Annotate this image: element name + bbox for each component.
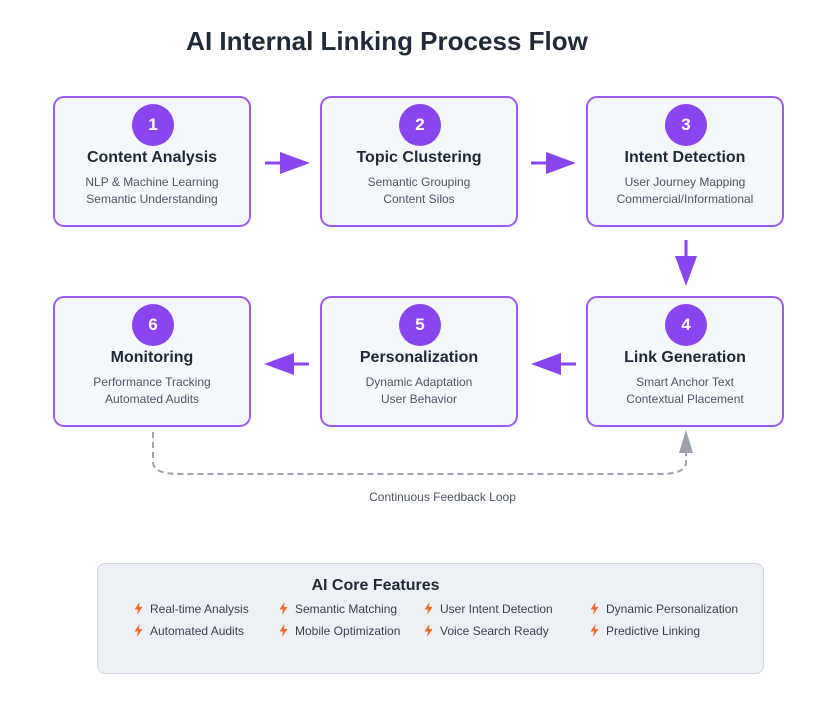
feedback-loop-arrow	[152, 430, 693, 475]
step-detail: Performance Tracking	[93, 375, 211, 389]
step-title: Intent Detection	[624, 149, 746, 166]
feature-item: Dynamic Personalization	[590, 602, 738, 616]
lightning-bolt-icon	[590, 602, 599, 615]
arrow-down-icon	[675, 240, 697, 286]
feedback-loop-label: Continuous Feedback Loop	[369, 490, 516, 504]
step-detail: Semantic Understanding	[86, 192, 218, 206]
step-content-analysis: 1 Content Analysis NLP & Machine Learnin…	[53, 96, 251, 227]
arrow-left-icon	[264, 353, 309, 375]
step-number-badge: 5	[399, 304, 441, 346]
feature-label: Real-time Analysis	[150, 602, 249, 616]
step-number-badge: 1	[132, 104, 174, 146]
features-panel: AI Core Features Real-time Analysis Sema…	[97, 563, 764, 674]
step-detail: User Journey Mapping	[624, 175, 746, 189]
step-detail: Dynamic Adaptation	[365, 375, 473, 389]
step-monitoring: 6 Monitoring Performance Tracking Automa…	[53, 296, 251, 427]
step-detail: Content Silos	[383, 192, 455, 206]
feature-label: Mobile Optimization	[295, 624, 401, 638]
feature-item: Real-time Analysis	[134, 602, 249, 616]
feature-item: Voice Search Ready	[424, 624, 549, 638]
lightning-bolt-icon	[279, 602, 288, 615]
lightning-bolt-icon	[424, 602, 433, 615]
step-title: Personalization	[359, 349, 479, 366]
feature-item: Automated Audits	[134, 624, 244, 638]
feature-label: User Intent Detection	[440, 602, 553, 616]
lightning-bolt-icon	[424, 624, 433, 637]
feature-label: Dynamic Personalization	[606, 602, 739, 616]
lightning-bolt-icon	[134, 624, 143, 637]
feature-label: Voice Search Ready	[440, 624, 549, 638]
step-detail: Contextual Placement	[626, 392, 744, 406]
arrow-right-icon	[265, 152, 310, 174]
step-title: Content Analysis	[86, 149, 218, 166]
feature-label: Automated Audits	[150, 624, 245, 638]
feature-label: Semantic Matching	[295, 602, 398, 616]
page-title: AI Internal Linking Process Flow	[186, 26, 588, 56]
step-detail: Semantic Grouping	[367, 175, 471, 189]
step-title: Topic Clustering	[356, 149, 482, 166]
lightning-bolt-icon	[134, 602, 143, 615]
arrow-left-icon	[531, 353, 576, 375]
step-number-badge: 6	[132, 304, 174, 346]
step-detail: Automated Audits	[104, 392, 200, 406]
step-detail: Smart Anchor Text	[636, 375, 734, 389]
step-topic-clustering: 2 Topic Clustering Semantic Grouping Con…	[320, 96, 518, 227]
feature-label: Predictive Linking	[606, 624, 701, 638]
step-number-badge: 3	[665, 104, 707, 146]
step-number-badge: 2	[399, 104, 441, 146]
step-detail: NLP & Machine Learning	[85, 175, 219, 189]
lightning-bolt-icon	[590, 624, 599, 637]
feature-item: User Intent Detection	[424, 602, 553, 616]
feature-item: Predictive Linking	[590, 624, 700, 638]
feature-item: Semantic Matching	[279, 602, 397, 616]
step-title: Link Generation	[624, 349, 746, 366]
step-link-generation: 4 Link Generation Smart Anchor Text Cont…	[586, 296, 784, 427]
feature-item: Mobile Optimization	[279, 624, 400, 638]
features-title: AI Core Features	[311, 577, 440, 594]
step-detail: Commercial/Informational	[616, 192, 754, 206]
step-detail: User Behavior	[380, 392, 458, 406]
step-number-badge: 4	[665, 304, 707, 346]
arrow-right-icon	[531, 152, 576, 174]
step-intent-detection: 3 Intent Detection User Journey Mapping …	[586, 96, 784, 227]
step-personalization: 5 Personalization Dynamic Adaptation Use…	[320, 296, 518, 427]
step-title: Monitoring	[110, 349, 194, 366]
lightning-bolt-icon	[279, 624, 288, 637]
